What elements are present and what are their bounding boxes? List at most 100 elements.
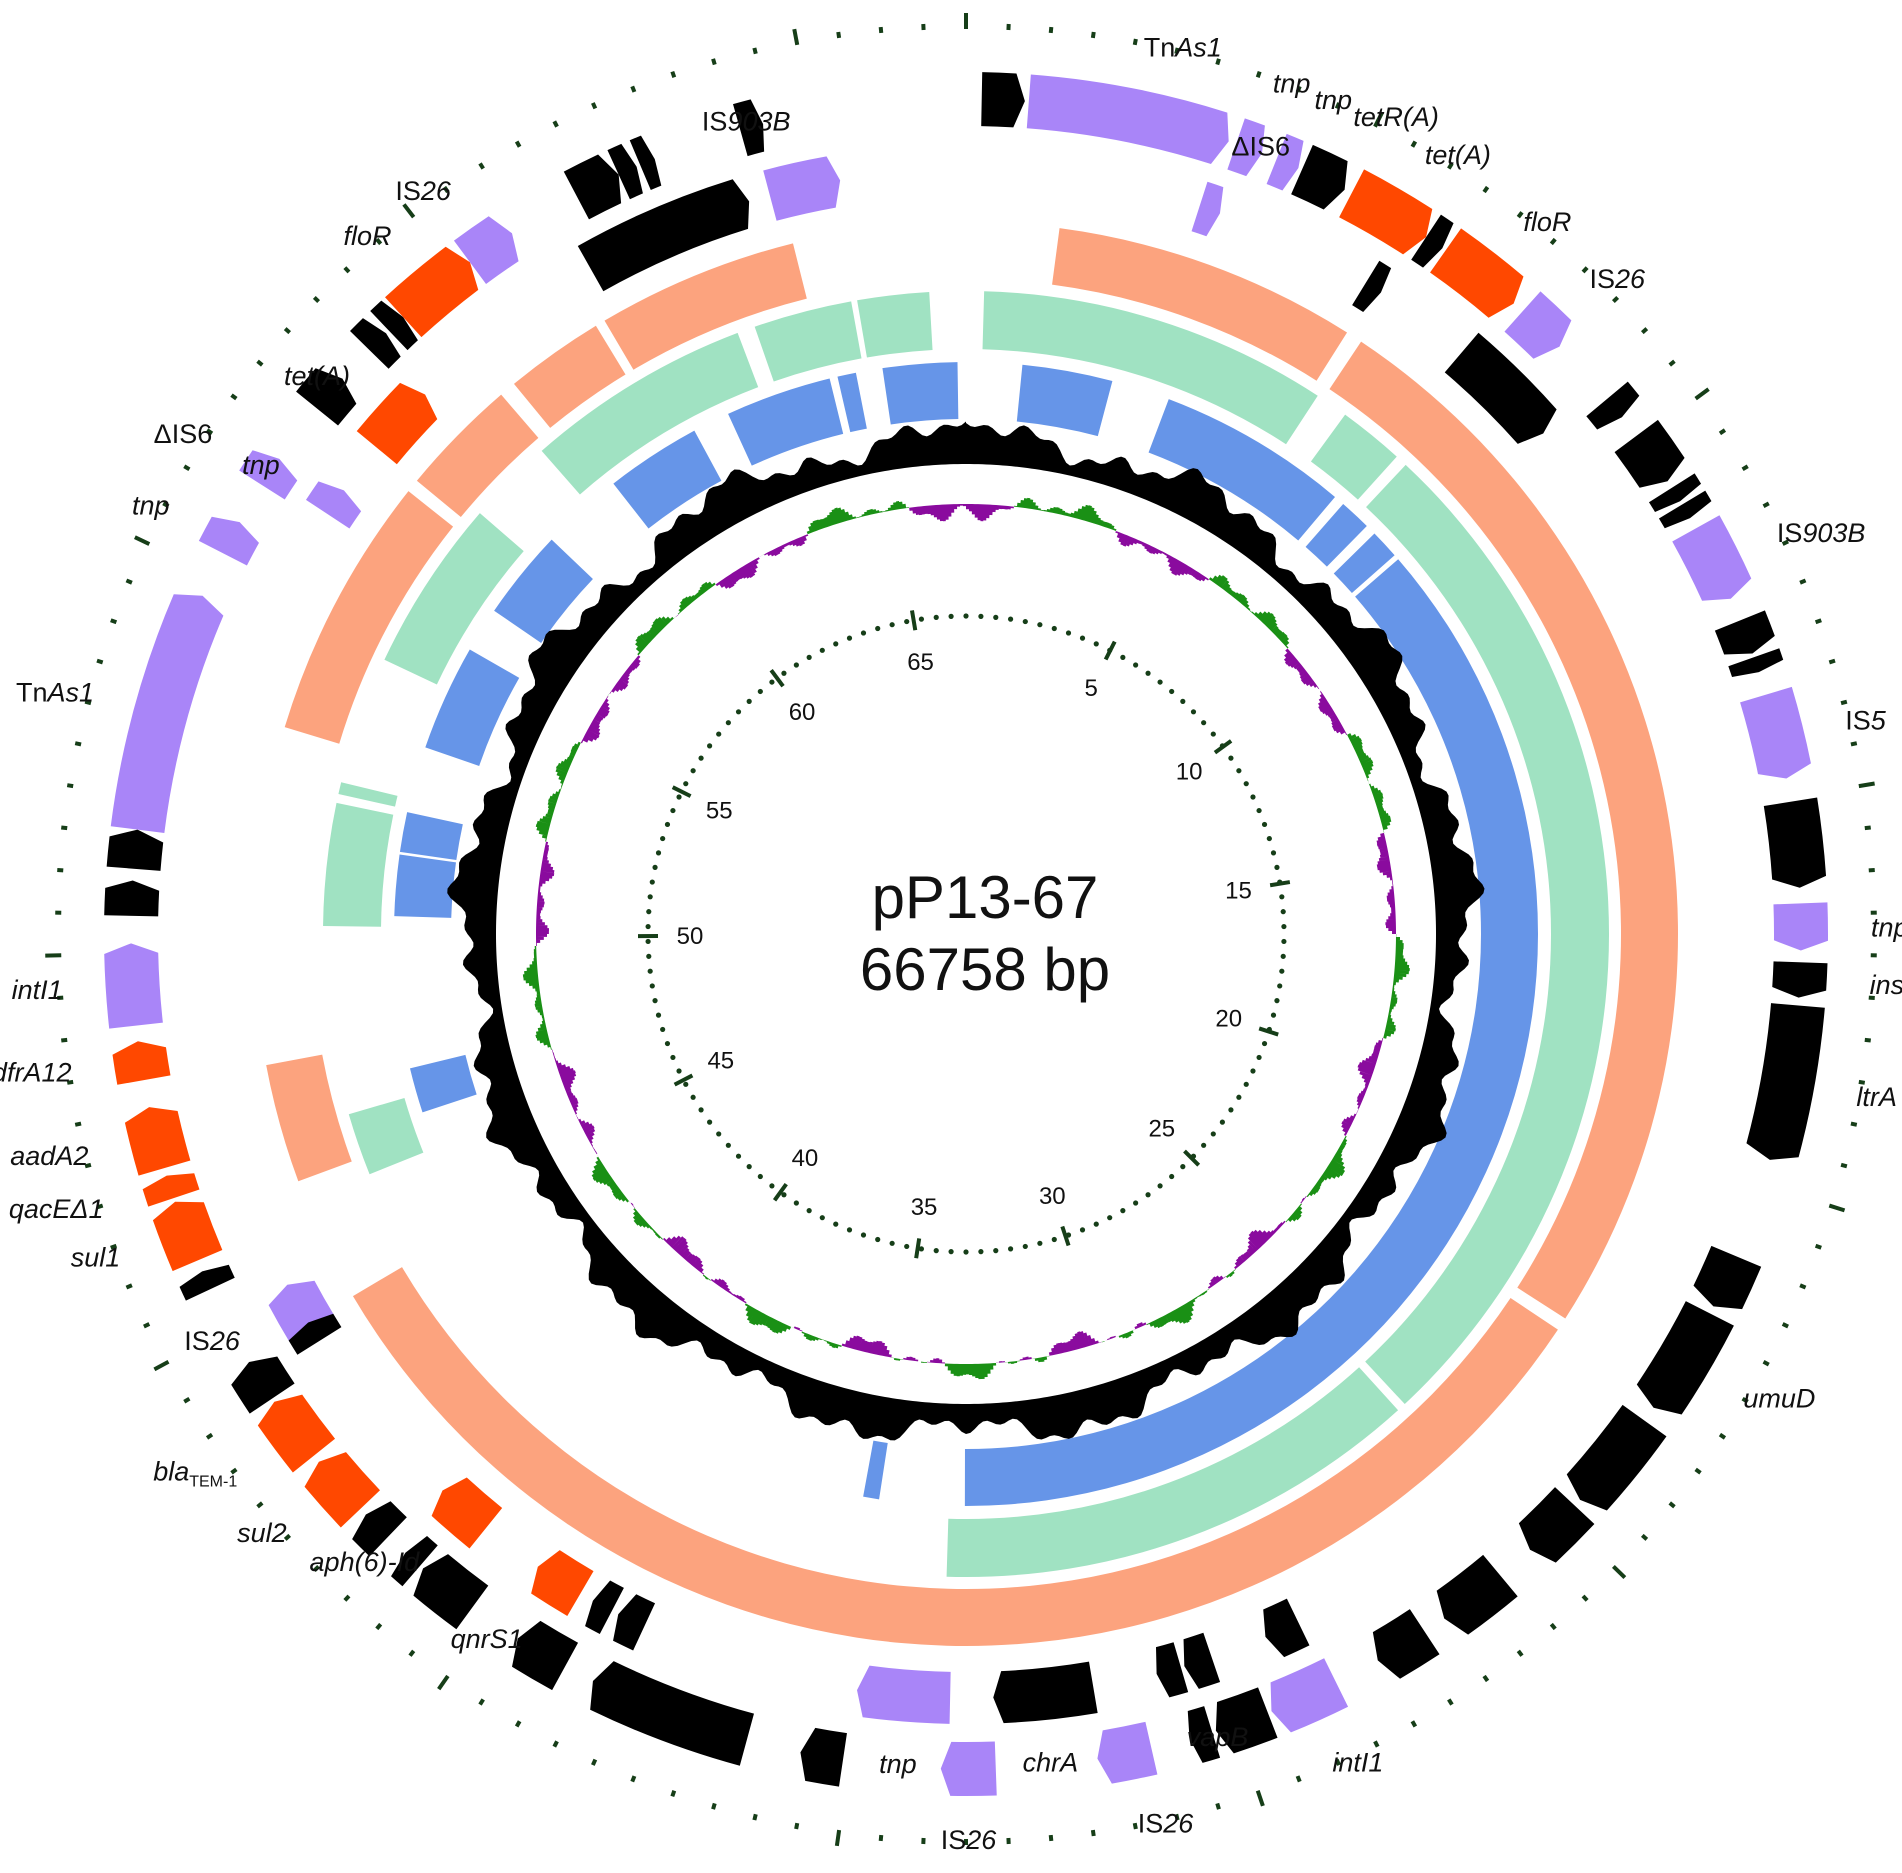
gene-feature-tnp [1773, 902, 1828, 951]
outer-tick-mark [552, 1740, 559, 1748]
outer-tick-mark [143, 1322, 151, 1329]
outer-tick-mark [96, 1203, 104, 1210]
outer-tick-mark [1694, 1467, 1702, 1475]
scale-dot [1270, 850, 1277, 856]
scale-major-tick [673, 1073, 694, 1087]
outer-tick-mark [1174, 47, 1180, 55]
outer-tick-mark [1295, 85, 1302, 93]
outer-tick-mark [670, 1790, 677, 1798]
outer-tick-mark [514, 1720, 522, 1728]
scale-dot [1261, 1040, 1268, 1047]
scale-dot [1210, 1131, 1216, 1137]
scale-dot [1145, 1192, 1151, 1198]
outer-tick-mark [125, 578, 133, 585]
blast-ring-2-segment [384, 513, 524, 685]
outer-tick-mark [375, 1622, 383, 1631]
outer-tick-mark [1762, 501, 1770, 508]
gene-feature-is26 [1097, 1721, 1158, 1784]
blast-ring-2-segment [1365, 464, 1609, 1405]
blast-ring-2-segment [323, 802, 394, 927]
gene-feature--is6 [1191, 181, 1224, 237]
scale-dot [1279, 968, 1285, 974]
gc-skew-negative [536, 504, 1396, 1364]
gene-feature [1372, 1609, 1440, 1679]
scale-dot [683, 781, 689, 787]
scale-dot [1219, 1119, 1225, 1125]
scale-dot [652, 864, 658, 870]
gene-feature-is5 [1740, 686, 1811, 779]
scale-dot [645, 923, 651, 930]
gene-label: ΔIS6 [154, 419, 213, 449]
blast-ring-3-segment [494, 539, 593, 643]
gene-feature-vapb [1155, 1642, 1189, 1698]
scale-dot [769, 1183, 775, 1189]
scale-dot [735, 709, 742, 715]
scale-dot [1022, 1243, 1028, 1250]
outer-tick-mark [1516, 211, 1524, 219]
scale-dot [660, 835, 666, 842]
scale-dot [1243, 1081, 1249, 1087]
gene-feature-tet-a- [1339, 169, 1433, 255]
scale-dot [735, 1153, 742, 1159]
outer-tick-mark [1741, 464, 1749, 472]
outer-tick-mark [442, 185, 450, 194]
gene-feature-is903b [1672, 515, 1752, 601]
gene-feature [512, 1620, 579, 1691]
gene-feature-is26 [453, 216, 519, 285]
scale-dot [1145, 670, 1151, 676]
scale-dot [948, 1249, 954, 1255]
gene-label: IS903B [702, 107, 791, 137]
scale-dot [1093, 1221, 1099, 1227]
outer-tick-mark [283, 327, 292, 335]
gene-feature [370, 300, 418, 351]
scale-dot [889, 622, 895, 628]
scale-dot [1228, 755, 1234, 761]
blast-ring-1-segment [604, 243, 807, 370]
gene-feature [391, 1535, 438, 1587]
scale-dot [875, 1236, 881, 1243]
scale-dot [1051, 1236, 1057, 1243]
scale-dot [1281, 938, 1287, 945]
scale-dot [1256, 1054, 1262, 1061]
scale-dot [670, 807, 676, 814]
outer-tick-mark [1447, 1698, 1454, 1706]
outer-tick-mark [375, 237, 383, 246]
gene-label: dfrA12 [0, 1057, 71, 1087]
scale-dot [725, 720, 731, 726]
outer-tick-mark [1549, 237, 1557, 246]
outer-tick-mark [1255, 70, 1262, 78]
blast-ring-3-segment [1148, 399, 1336, 541]
scale-dot [647, 894, 653, 900]
scale-label: 45 [707, 1048, 734, 1075]
gene-feature-tnp [305, 481, 362, 529]
outer-tick-mark [1334, 102, 1341, 110]
scale-dot [904, 1243, 910, 1250]
scale-dot [1022, 618, 1028, 625]
scale-major-tick [769, 668, 785, 688]
scale-dot [918, 616, 925, 622]
gene-label: aph(6)-Id [310, 1547, 421, 1577]
outer-tick-mark [1581, 266, 1589, 274]
blast-ring-3-segment [882, 362, 959, 425]
scale-dot [690, 768, 696, 774]
gene-feature [590, 1661, 754, 1766]
outer-tick-mark [1132, 1822, 1138, 1830]
gene-feature [629, 135, 662, 191]
blast-ring-1-segment [1329, 341, 1678, 1319]
scale-dot [664, 821, 671, 828]
outer-tick-mark [878, 1834, 884, 1842]
scale-dot [793, 1200, 799, 1206]
outer-tick-mark [1850, 741, 1858, 747]
gene-feature-umud [1636, 1301, 1734, 1415]
gene-label: IS26 [1589, 264, 1646, 294]
scale-dot [993, 614, 999, 620]
outer-tick-mark [1858, 1079, 1866, 1085]
scale-dot [1236, 1094, 1242, 1100]
gene-feature [585, 1580, 624, 1635]
scale-dot [690, 1094, 696, 1100]
gene-feature [1728, 648, 1784, 677]
outer-tick-mark [84, 699, 92, 706]
outer-tick-mark [591, 102, 598, 110]
gene-feature [1518, 1487, 1595, 1563]
gene-feature-aph-6-id [431, 1477, 503, 1549]
